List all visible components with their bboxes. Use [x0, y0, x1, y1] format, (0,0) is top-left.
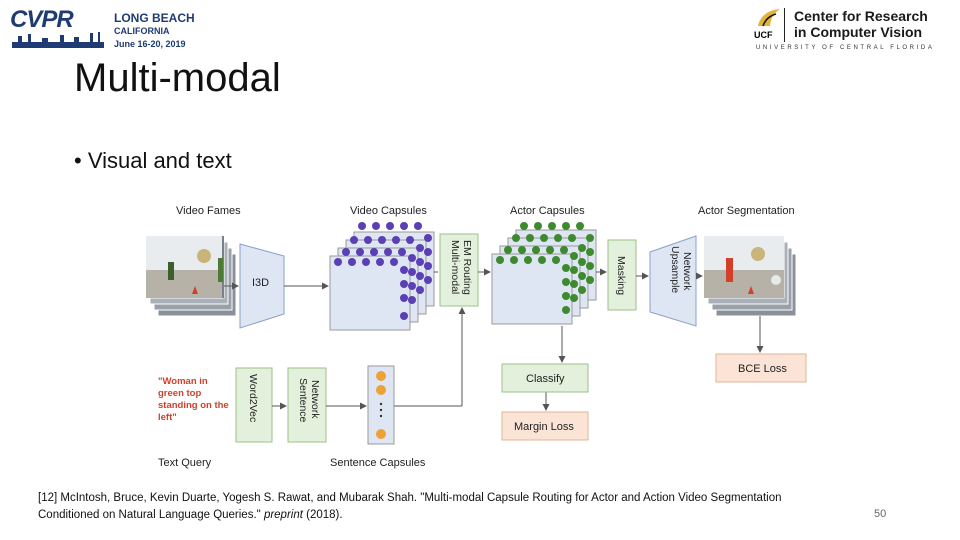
label-video-capsules: Video Capsules — [350, 205, 427, 217]
masking-block — [607, 239, 637, 311]
citation: [12] McIntosh, Bruce, Kevin Duarte, Yoge… — [38, 490, 798, 524]
margin-loss-label: Margin Loss — [514, 421, 574, 433]
citation-venue: preprint — [263, 509, 303, 521]
label-actor-capsules: Actor Capsules — [510, 205, 585, 217]
actor-segmentation-stack — [703, 235, 797, 317]
upsample-label-2: Network — [681, 252, 693, 291]
cvpr-state: CALIFORNIA — [114, 26, 170, 36]
sentence-label-1: Sentence — [297, 378, 309, 423]
word2vec-block — [235, 367, 273, 443]
upsample-label-1: Upsample — [669, 246, 681, 293]
cvpr-location: LONG BEACH CALIFORNIA June 16-20, 2019 — [114, 12, 195, 51]
label-actor-segmentation: Actor Segmentation — [698, 205, 795, 217]
word2vec-label: Word2Vec — [247, 374, 259, 422]
label-video-frames: Video Fames — [176, 205, 241, 217]
em-routing-block — [439, 233, 479, 307]
margin-loss-block — [501, 411, 589, 441]
architecture-diagram: Video Fames Video Capsules Actor Capsule… — [145, 205, 807, 469]
citation-year: (2018). — [302, 509, 343, 521]
logo-divider — [784, 8, 785, 42]
ucf-abbrev: UCF — [754, 30, 773, 40]
bce-loss-block — [715, 353, 807, 383]
classify-block — [501, 363, 589, 393]
slide-title: Multi-modal — [74, 56, 281, 100]
crcv-name: Center for Research in Computer Vision — [794, 8, 928, 40]
classify-label: Classify — [526, 373, 565, 385]
upsample-network-block — [649, 235, 697, 327]
i3d-block — [239, 243, 285, 329]
label-text-query: Text Query — [158, 457, 212, 469]
masking-label: Masking — [615, 256, 627, 295]
bullet-point: • Visual and text — [74, 148, 232, 173]
bce-loss-label: BCE Loss — [738, 363, 787, 375]
label-sentence-capsules: Sentence Capsules — [330, 457, 426, 469]
crcv-university: UNIVERSITY OF CENTRAL FLORIDA — [756, 45, 935, 51]
query-line-1: "Woman in — [158, 376, 208, 387]
cvpr-dates: June 16-20, 2019 — [114, 39, 186, 49]
cvpr-logo-word: CVPR — [10, 6, 74, 33]
sentence-capsule-dots — [376, 371, 386, 439]
segmented-actor-icon — [726, 258, 733, 282]
query-line-4: left" — [158, 412, 177, 423]
video-capsule-dots — [334, 222, 432, 320]
routing-label-2: EM Routing — [461, 240, 473, 295]
cvpr-city: LONG BEACH — [114, 11, 195, 25]
query-line-3: standing on the — [158, 400, 229, 411]
cvpr-skyline-icon — [12, 32, 104, 48]
frame-person-icon — [168, 262, 174, 280]
query-line-2: green top — [158, 388, 201, 399]
ucf-pegasus-icon — [758, 9, 780, 27]
crcv-line-2: in Computer Vision — [794, 24, 923, 40]
sentence-label-2: Network — [309, 380, 321, 419]
sentence-network-block — [287, 367, 327, 443]
routing-label-1: Multi-modal — [449, 240, 461, 294]
page-number: 50 — [874, 508, 887, 520]
crcv-line-1: Center for Research — [794, 8, 928, 24]
citation-text: [12] McIntosh, Bruce, Kevin Duarte, Yoge… — [38, 492, 782, 521]
frame-wall-emblem-icon — [197, 249, 211, 263]
i3d-label: I3D — [252, 277, 269, 289]
actor-capsule-dots — [496, 222, 594, 314]
video-frames-stack — [145, 235, 237, 317]
segmentation-wall-emblem-icon — [751, 247, 765, 261]
